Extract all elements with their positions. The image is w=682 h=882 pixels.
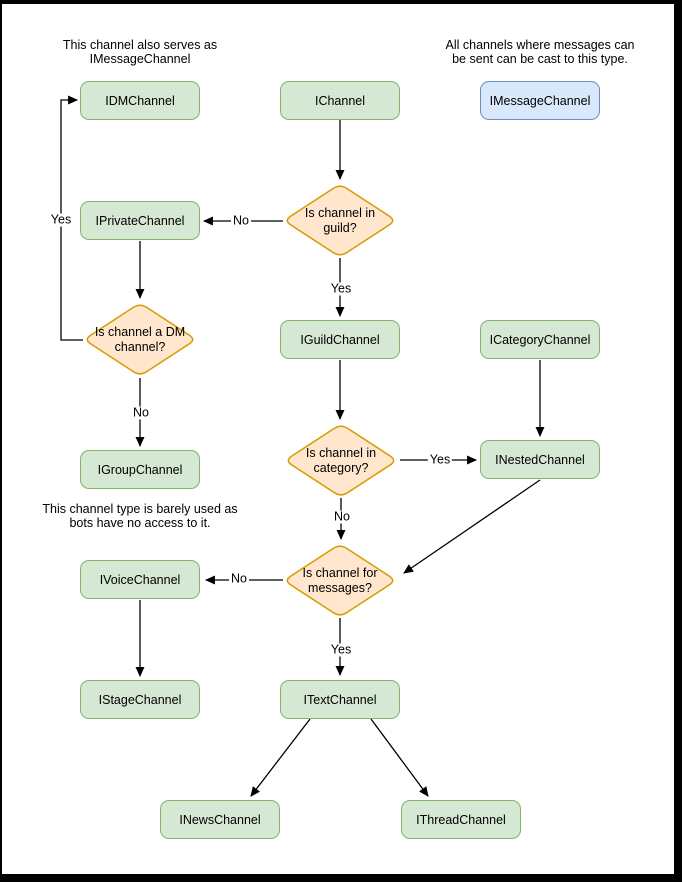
decision-is-channel-a-dm: Is channel a DM channel? bbox=[83, 302, 197, 377]
decision-label: Is channel in category? bbox=[305, 445, 377, 475]
note-line: be sent can be cast to this type. bbox=[452, 52, 628, 66]
node-label: IDMChannel bbox=[105, 93, 175, 108]
node-label: IGroupChannel bbox=[97, 462, 183, 477]
diamond-shape bbox=[287, 425, 395, 496]
edge-itext-to-inews bbox=[250, 718, 311, 797]
node-inewschannel: INewsChannel bbox=[160, 800, 280, 839]
decision-is-channel-in-guild: Is channel in guild? bbox=[283, 183, 397, 258]
node-label: ITextChannel bbox=[303, 692, 377, 707]
node-inestedchannel: INestedChannel bbox=[480, 440, 600, 479]
note-dm-channel: This channel also serves as IMessageChan… bbox=[30, 38, 250, 66]
edge-label-category-no: No bbox=[332, 509, 352, 524]
node-iprivatechannel: IPrivateChannel bbox=[80, 201, 200, 240]
node-label: INestedChannel bbox=[495, 452, 585, 467]
node-ichannel: IChannel bbox=[280, 81, 400, 120]
node-itextchannel: ITextChannel bbox=[280, 680, 400, 719]
note-message-channel: All channels where messages can be sent … bbox=[430, 38, 650, 66]
decision-is-channel-in-category: Is channel in category? bbox=[284, 423, 398, 498]
node-igroupchannel: IGroupChannel bbox=[80, 450, 200, 489]
note-line: bots have no access to it. bbox=[69, 516, 211, 530]
node-iguildchannel: IGuildChannel bbox=[280, 320, 400, 359]
node-istagechannel: IStageChannel bbox=[80, 680, 200, 719]
node-label: IGuildChannel bbox=[300, 332, 380, 347]
edge-label-messages-yes: Yes bbox=[328, 642, 354, 657]
node-label: IVoiceChannel bbox=[99, 572, 181, 587]
node-label: ICategoryChannel bbox=[489, 332, 591, 347]
note-line: IMessageChannel bbox=[89, 52, 191, 66]
note-line: All channels where messages can bbox=[445, 38, 635, 52]
node-label: IStageChannel bbox=[98, 692, 182, 707]
node-label: IThreadChannel bbox=[416, 812, 506, 827]
edge-label-guild-no: No bbox=[231, 213, 251, 228]
node-imessagechannel: IMessageChannel bbox=[480, 81, 600, 120]
node-idmchannel: IDMChannel bbox=[80, 81, 200, 120]
node-label: IMessageChannel bbox=[489, 93, 591, 108]
node-icategorychannel: ICategoryChannel bbox=[480, 320, 600, 359]
edge-label-category-yes: Yes bbox=[427, 452, 453, 467]
note-line: This channel also serves as bbox=[62, 38, 218, 52]
node-label: INewsChannel bbox=[179, 812, 261, 827]
decision-is-channel-for-messages: Is channel for messages? bbox=[283, 543, 397, 618]
node-label: IChannel bbox=[314, 93, 366, 108]
diamond-shape bbox=[286, 185, 394, 256]
edge-label-dm-no: No bbox=[131, 405, 151, 420]
decision-label: Is channel for messages? bbox=[302, 565, 378, 595]
node-label: IPrivateChannel bbox=[95, 213, 185, 228]
diamond-shape bbox=[86, 304, 194, 375]
note-group-channel: This channel type is barely used as bots… bbox=[20, 502, 260, 530]
decision-label: Is channel a DM channel? bbox=[94, 324, 186, 354]
edge-itext-to-ithread bbox=[370, 718, 429, 797]
node-ivoicechannel: IVoiceChannel bbox=[80, 560, 200, 599]
diamond-shape bbox=[286, 545, 394, 616]
node-ithreadchannel: IThreadChannel bbox=[401, 800, 521, 839]
edge-label-dm-yes: Yes bbox=[48, 212, 74, 227]
edge-label-messages-no: No bbox=[229, 571, 249, 586]
edge-label-guild-yes: Yes bbox=[328, 281, 354, 296]
note-line: This channel type is barely used as bbox=[42, 502, 238, 516]
edge-inested-to-messages-decision bbox=[403, 479, 541, 574]
decision-label: Is channel in guild? bbox=[304, 205, 376, 235]
